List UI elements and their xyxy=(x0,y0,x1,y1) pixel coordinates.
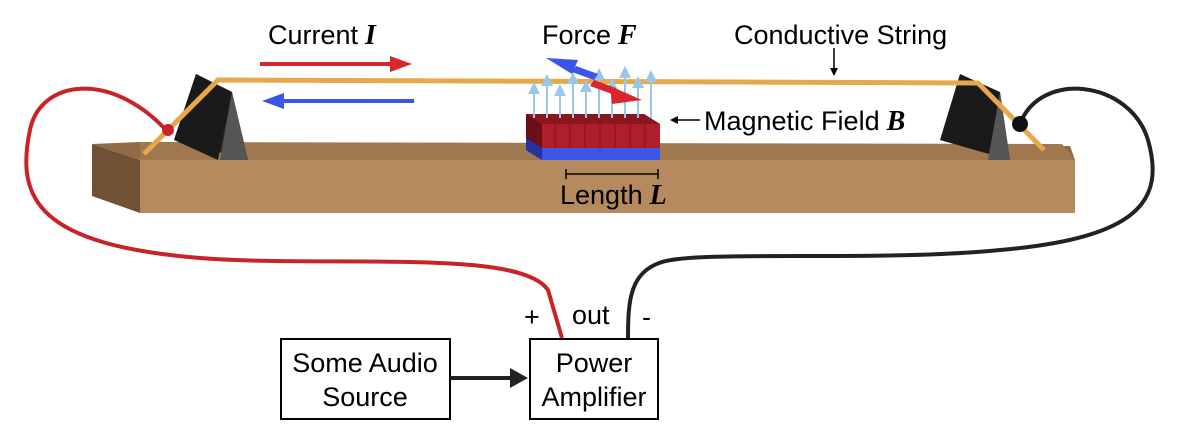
power-amplifier-box: Power Amplifier xyxy=(529,338,659,420)
audio-source-line2: Source xyxy=(322,382,408,412)
left-bridge xyxy=(174,74,248,160)
positive-wire xyxy=(24,86,564,339)
amplifier-line1: Power xyxy=(556,348,633,378)
current-arrow-right xyxy=(260,56,412,72)
field-pointer-arrow xyxy=(670,116,700,124)
force-arrow-red xyxy=(590,80,642,104)
signal-arrow xyxy=(450,368,528,388)
conductive-string-label: Conductive String xyxy=(734,20,947,50)
force-arrow-blue xyxy=(546,58,598,80)
magnetic-field-lines xyxy=(528,66,657,118)
positive-connection-dot xyxy=(162,124,174,136)
positive-terminal-label: + xyxy=(524,302,540,332)
amplifier-line2: Amplifier xyxy=(541,382,646,412)
audio-source-line1: Some Audio xyxy=(292,348,438,378)
current-arrow-left xyxy=(262,93,414,109)
negative-terminal-label: - xyxy=(642,302,651,332)
negative-wire xyxy=(626,86,1155,339)
audio-source-box: Some Audio Source xyxy=(280,338,451,420)
wooden-board xyxy=(92,142,1075,213)
negative-connection-dot xyxy=(1012,116,1028,132)
string-pointer-arrow xyxy=(830,48,838,76)
out-label: out xyxy=(572,300,610,330)
magnet xyxy=(526,114,660,160)
length-bracket xyxy=(565,169,659,179)
